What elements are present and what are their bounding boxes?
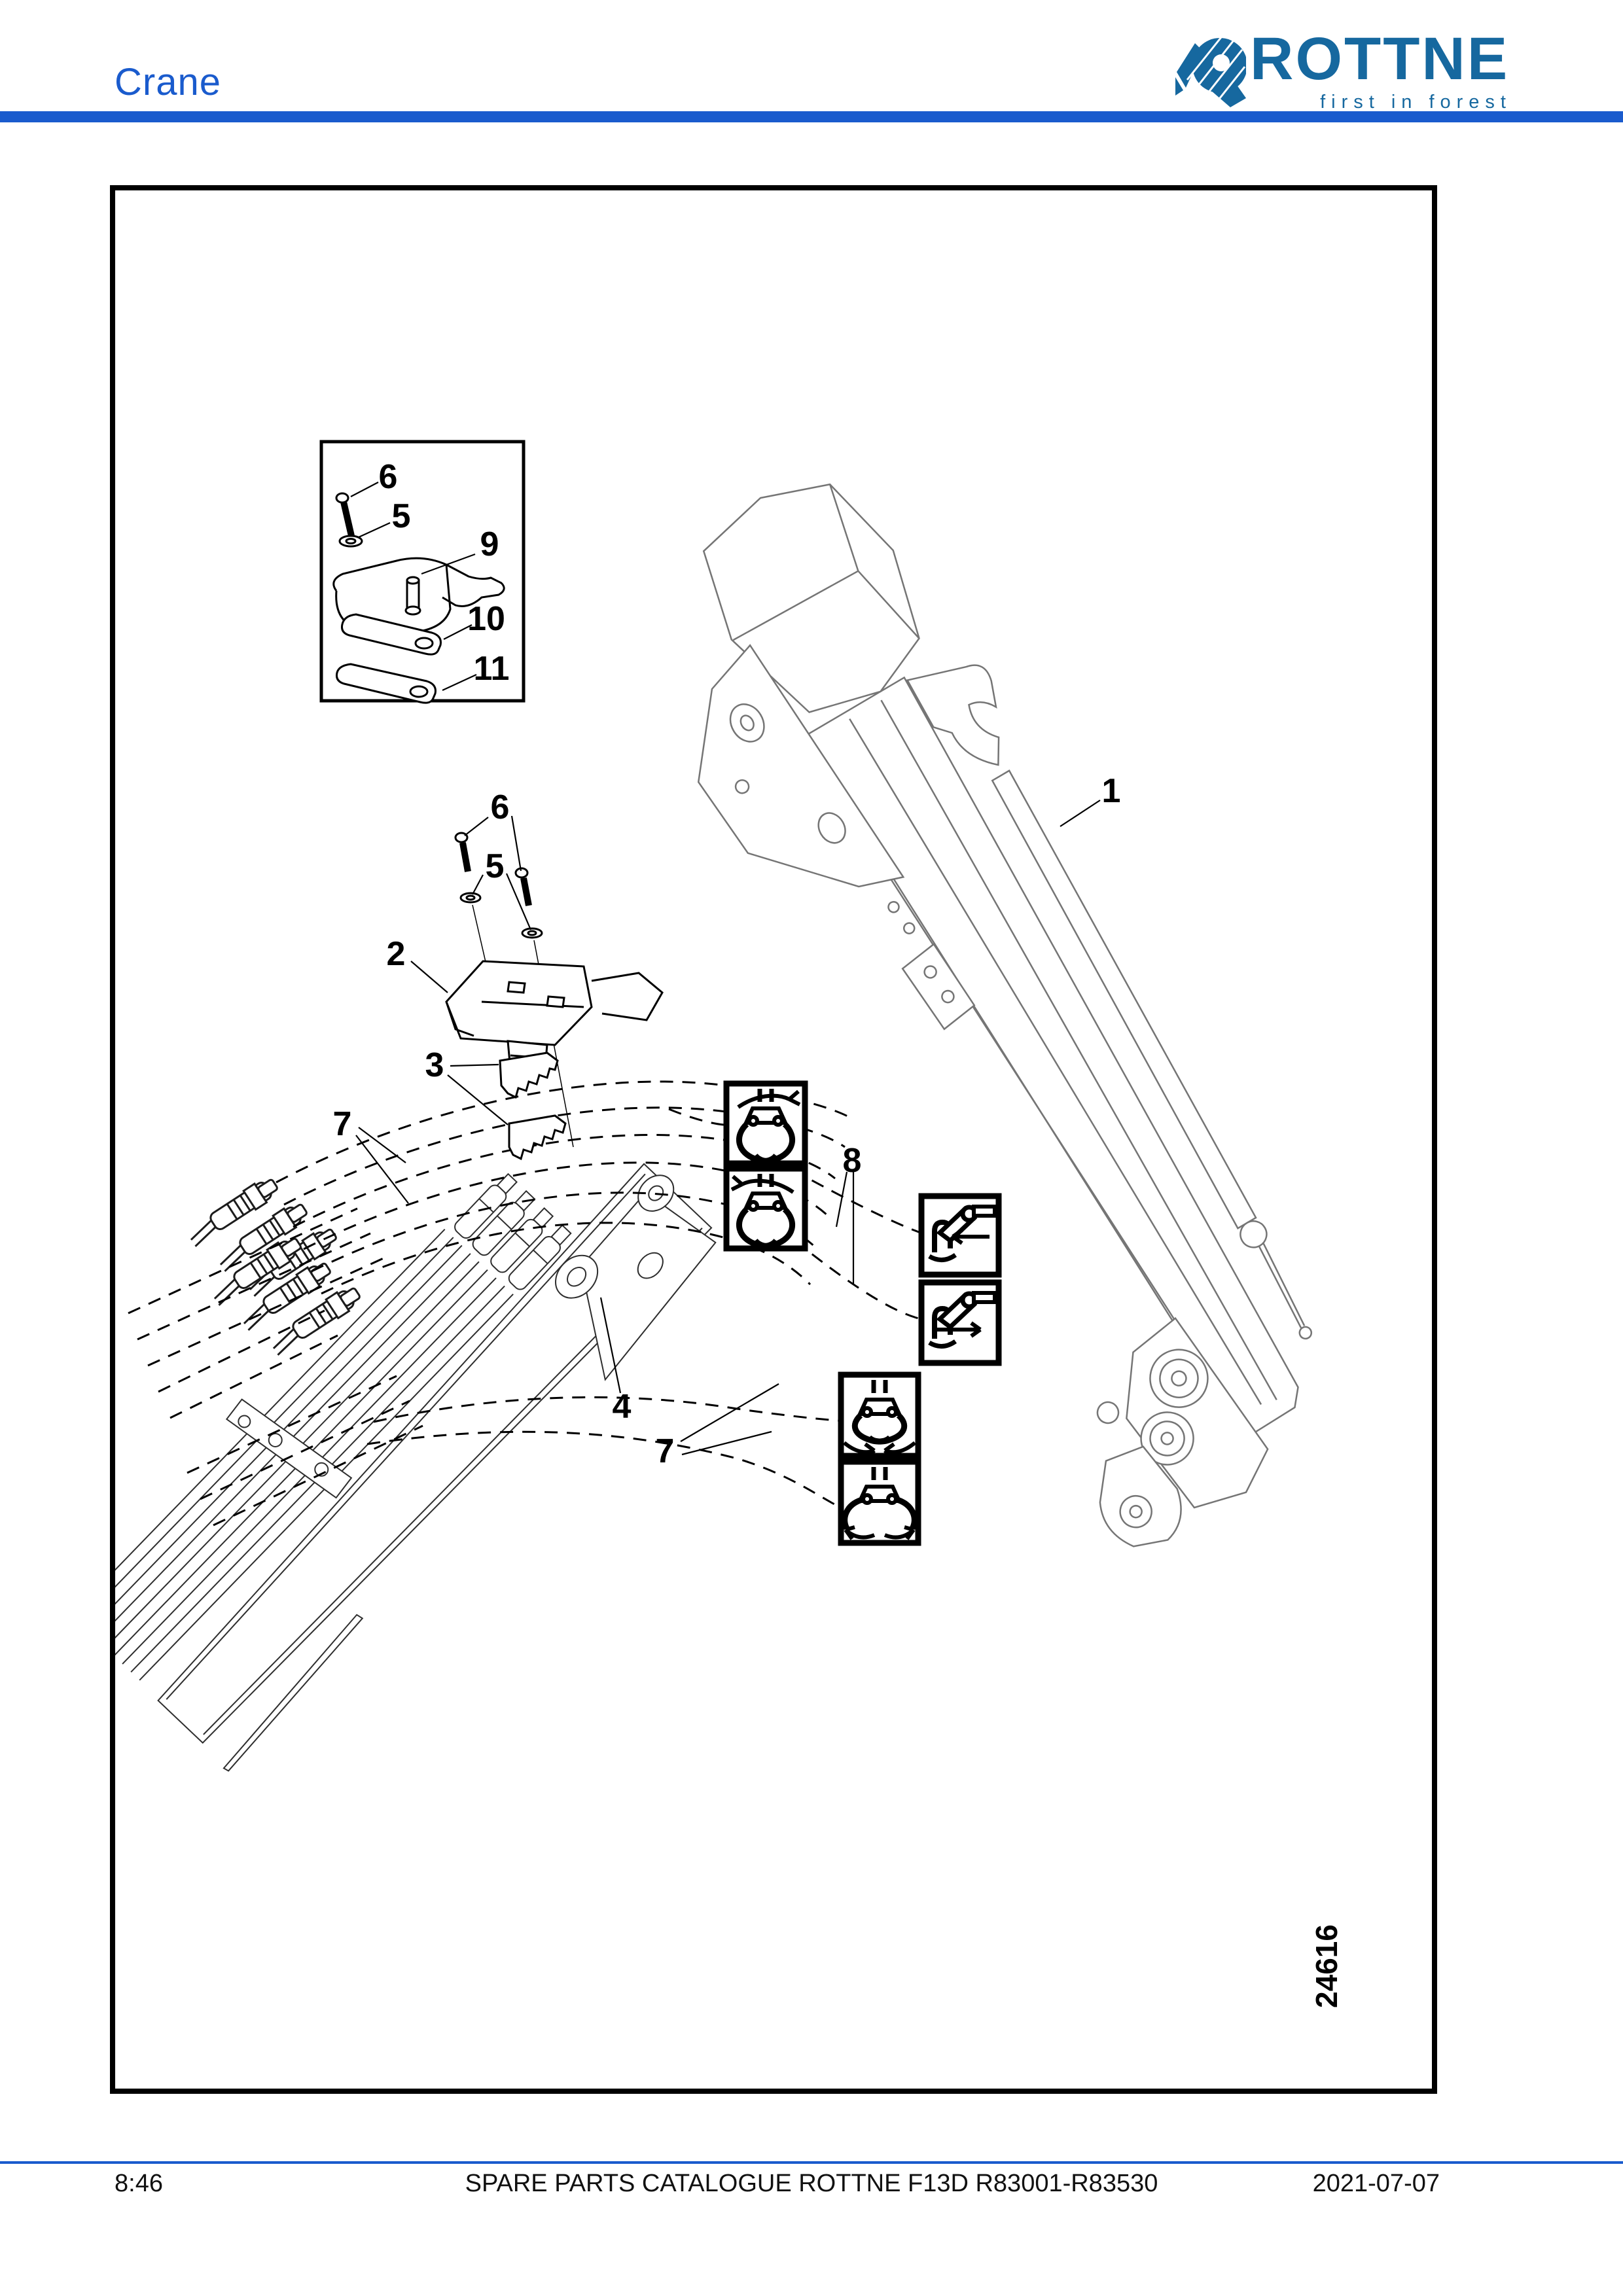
crane-boom-drawing: [697, 483, 1313, 1547]
footer-title: SPARE PARTS CATALOGUE ROTTNE F13D R83001…: [465, 2170, 1158, 2197]
inset-parts-box: [319, 440, 526, 704]
drawing-number: 24616: [1310, 1924, 1344, 2008]
footer-divider: [0, 2161, 1623, 2164]
part-callout-6: 6: [491, 788, 510, 826]
boom-fold-out-icon: [918, 1279, 1002, 1366]
rottne-logo-mark-icon: [1175, 33, 1246, 107]
footer-time: 8:46: [115, 2170, 163, 2197]
brand-tagline: first in forest: [1320, 92, 1512, 113]
hose-couplers: [183, 1173, 365, 1358]
figure-frame: 6 5 9 10 11 6 5 2 3 7 8 7 4 1 24616: [110, 185, 1437, 2094]
header-accent-bar: [0, 111, 1623, 122]
part-callout-3: 3: [425, 1046, 444, 1084]
part-callout-5: 5: [486, 847, 505, 885]
callout-leader-lines: [355, 800, 1101, 1456]
part-callout-6-inset: 6: [379, 458, 398, 496]
rottne-logo: ROTTNE first in forest: [1173, 26, 1539, 113]
grapple-rotate-cw-icon: [723, 1165, 808, 1252]
parts-diagram: 6 5 9 10 11 6 5 2 3 7 8 7 4 1 24616: [115, 440, 1344, 2008]
page-title: Crane: [115, 61, 221, 103]
part-callout-8: 8: [843, 1142, 862, 1180]
boom-fold-in-icon: [918, 1193, 1002, 1278]
grapple-rotate-ccw-icon: [723, 1080, 808, 1167]
grapple-open-icon: [838, 1458, 921, 1546]
lower-boom-arm-drawing: [115, 1163, 717, 1772]
grapple-close-icon: [838, 1371, 921, 1457]
part-callout-11: 11: [474, 650, 510, 688]
part-callout-7b: 7: [656, 1432, 675, 1470]
part-callout-2: 2: [387, 935, 406, 973]
bracket-and-clamp-parts: [445, 832, 664, 1161]
part-callout-5-inset: 5: [392, 497, 411, 535]
part-callout-10: 10: [467, 600, 505, 638]
part-callout-1: 1: [1102, 772, 1121, 810]
part-callout-7: 7: [333, 1105, 352, 1143]
part-callout-9: 9: [480, 525, 499, 563]
footer-date: 2021-07-07: [1312, 2170, 1440, 2197]
part-callout-4: 4: [613, 1388, 632, 1426]
brand-name: ROTTNE: [1250, 26, 1510, 92]
